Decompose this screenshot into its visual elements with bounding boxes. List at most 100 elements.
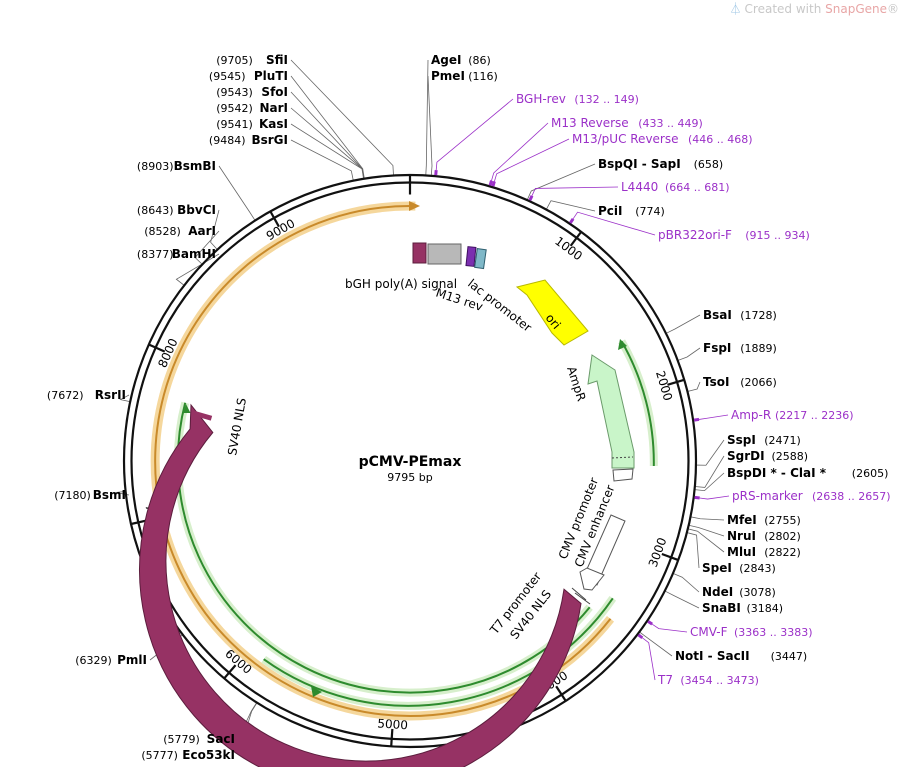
enzyme-name: KasI — [259, 117, 288, 131]
enzyme-leader — [695, 439, 725, 466]
snapgene-watermark: ⏃Created with SnapGene® — [729, 2, 899, 16]
primer-range: (915 .. 934) — [745, 229, 810, 242]
enzyme-position: (8643) — [137, 204, 174, 217]
ampr-feature — [587, 354, 635, 469]
enzyme-leader — [210, 209, 220, 250]
primer-leader — [493, 138, 570, 182]
enzyme-name: PciI — [598, 204, 623, 218]
primer-range: (664 .. 681) — [665, 181, 730, 194]
enzyme-leader — [290, 139, 354, 181]
enzyme-leader — [690, 516, 725, 521]
enzyme-leader — [694, 455, 725, 488]
enzyme-position: (8528) — [144, 225, 181, 238]
primer-leader — [531, 186, 619, 196]
enzyme-position: (2588) — [772, 450, 809, 463]
primer-leader — [651, 623, 688, 633]
primer-range: (3363 .. 3383) — [734, 626, 813, 639]
enzyme-name: BsaI — [703, 308, 732, 322]
primer-mark — [647, 620, 654, 626]
primer-leader — [435, 98, 514, 171]
enzyme-name: SgrDI — [727, 449, 765, 463]
enzyme-leader — [664, 590, 700, 609]
enzyme-position: (2802) — [764, 530, 801, 543]
enzyme-label: SspI(2471) — [727, 433, 801, 447]
enzyme-leader — [694, 472, 725, 492]
primer-mark — [488, 180, 493, 186]
enzyme-label: PluTI (9545) — [209, 69, 288, 83]
enzyme-position: (2755) — [764, 514, 801, 527]
enzyme-position: (7180) — [54, 489, 91, 502]
enzyme-label: RsrII(7672) — [47, 388, 126, 402]
enzyme-position: (2843) — [739, 562, 776, 575]
enzyme-name: NdeI — [702, 585, 733, 599]
primer-leader — [572, 211, 656, 236]
enzyme-label: KasI (9541) — [216, 117, 288, 131]
enzyme-label: SfoI(9543) — [216, 85, 288, 99]
sv40-nls-left-label: SV40 NLS — [225, 397, 249, 457]
enzyme-label: SpeI (2843) — [702, 561, 776, 575]
primer-range: (3454 .. 3473) — [680, 674, 759, 687]
enzyme-position: (3078) — [739, 586, 776, 599]
enzyme-position: (6329) — [75, 654, 112, 667]
enzyme-name: NruI — [727, 529, 756, 543]
enzyme-label: PciI(774) — [598, 204, 665, 218]
enzyme-leader — [290, 123, 365, 179]
enzyme-leader — [688, 524, 725, 537]
snapgene-logo-icon: ⏃ — [729, 2, 742, 16]
m13-rev-feature — [465, 246, 477, 267]
primer-labels: BGH-rev(132 .. 149) M13 Reverse (433 .. 44… — [516, 92, 891, 687]
primer-label: M13 Reverse (433 .. 449) — [551, 116, 703, 130]
enzyme-position: (116) — [468, 70, 498, 83]
bgh-polya-label: bGH poly(A) signal — [345, 277, 457, 291]
enzyme-name: PluTI — [254, 69, 288, 83]
enzyme-label: BspQI - SapI(658) — [598, 157, 723, 171]
enzyme-position: (7672) — [47, 389, 84, 402]
enzyme-label: AarI(8528) — [144, 224, 216, 238]
enzyme-label: Eco53kI(5777) — [141, 748, 235, 762]
enzyme-label: SfiI(9705) — [216, 53, 288, 67]
enzyme-name: BsmBI — [174, 159, 216, 173]
plasmid-name: pCMV-PEmax — [359, 454, 462, 470]
enzyme-leader — [425, 59, 429, 176]
tick-mark — [269, 210, 280, 228]
enzyme-position: (9541) — [216, 118, 253, 131]
tick-label: 1000 — [552, 234, 585, 263]
primer-mark — [637, 633, 644, 640]
primer-range: (433 .. 449) — [638, 117, 703, 130]
enzyme-label: TsoI(2066) — [703, 375, 777, 389]
enzyme-label: SnaBI(3184) — [702, 601, 783, 615]
enzyme-name: MluI — [727, 545, 756, 559]
enzyme-name: BsrGI — [251, 133, 288, 147]
enzyme-position: (9542) — [216, 102, 253, 115]
enzyme-name: MfeI — [727, 513, 757, 527]
primer-range: (132 .. 149) — [574, 93, 639, 106]
enzyme-position: (8377) — [137, 248, 174, 261]
enzyme-leader — [119, 394, 131, 403]
green-right-arrowhead — [618, 339, 627, 350]
enzyme-name: NotI - SacII — [675, 649, 750, 663]
t7-promoter-feature — [571, 587, 587, 601]
enzyme-name: SacI — [207, 732, 235, 746]
enzyme-position: (2605) — [852, 467, 889, 480]
enzyme-position: (2471) — [764, 434, 801, 447]
enzyme-position: (658) — [694, 158, 724, 171]
enzyme-leader — [687, 528, 725, 553]
plasmid-size: 9795 bp — [387, 471, 432, 484]
enzyme-name: SpeI — [702, 561, 732, 575]
primer-mark — [528, 195, 534, 201]
enzyme-position: (9545) — [209, 70, 246, 83]
enzyme-label: BsaI(1728) — [703, 308, 777, 322]
green-lower-arc — [263, 597, 614, 707]
tick-mark — [555, 685, 567, 702]
enzyme-name: BspDI * - ClaI * — [727, 466, 827, 480]
enzyme-label: BbvCI(8643) — [137, 203, 216, 217]
tick-label: 2000 — [653, 369, 675, 402]
primer-name: CMV-F — [690, 625, 728, 639]
lac-operator-feature — [474, 247, 487, 270]
primer-label: pRS-marker(2638 .. 2657) — [732, 489, 891, 503]
primer-name: M13 Reverse — [551, 116, 629, 130]
enzyme-labels: SfiI(9705)PluTI(9545)SfoI(9543)NarI(9542… — [47, 53, 888, 762]
tick-mark — [390, 728, 394, 747]
primer-label: BGH-rev(132 .. 149) — [516, 92, 639, 106]
